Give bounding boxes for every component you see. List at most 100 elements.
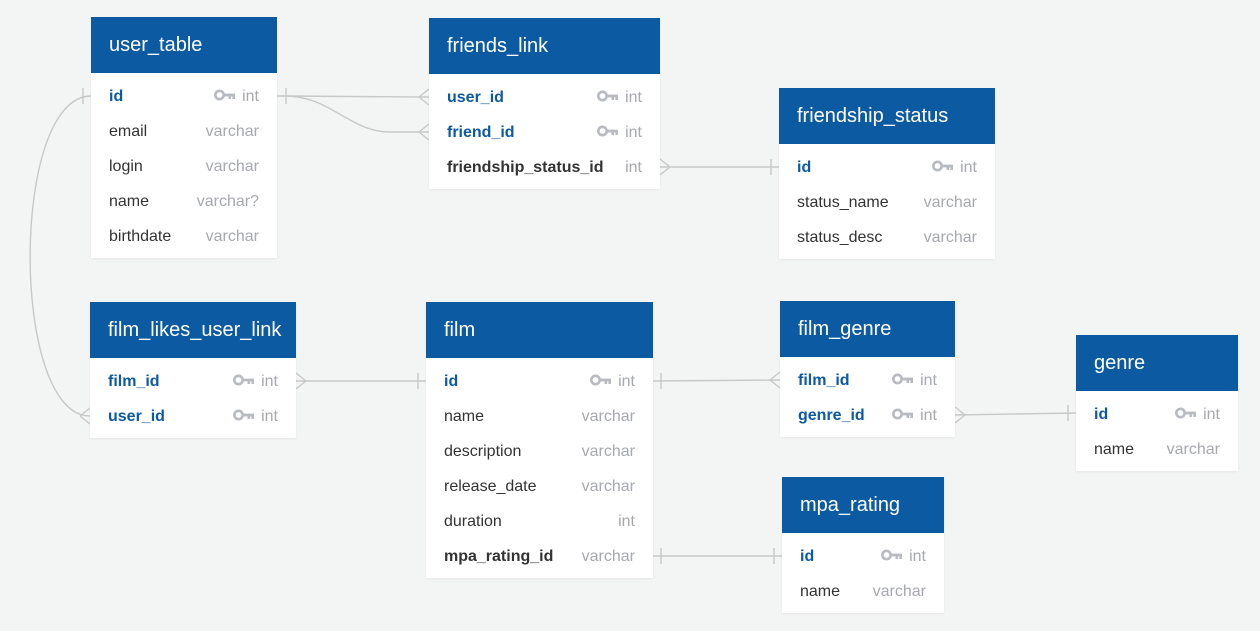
table-row[interactable]: id int <box>91 79 277 114</box>
column-name: duration <box>444 513 502 530</box>
many-marker <box>295 372 307 390</box>
table-row[interactable]: status_desc varchar <box>779 220 995 255</box>
column-name: id <box>797 159 812 176</box>
table-header[interactable]: friendship_status <box>779 88 995 144</box>
column-name: id <box>1094 406 1109 423</box>
column-name: user_id <box>108 408 165 425</box>
many-marker <box>79 407 91 425</box>
table-row[interactable]: id int <box>1076 397 1238 432</box>
many-marker <box>769 371 781 389</box>
column-type-label: int <box>625 124 642 141</box>
column-type: int <box>590 364 635 399</box>
column-type: int <box>233 364 278 399</box>
table-row[interactable]: name varchar <box>782 574 944 609</box>
table-header[interactable]: genre <box>1076 335 1238 391</box>
column-name: id <box>800 548 815 565</box>
column-type: int <box>597 80 642 115</box>
key-icon <box>881 539 903 574</box>
column-type: int <box>1175 397 1220 432</box>
table-header[interactable]: film_likes_user_link <box>90 302 296 358</box>
table-header[interactable]: film <box>426 302 653 358</box>
column-type: int <box>932 150 977 185</box>
column-name: name <box>800 583 841 600</box>
column-name: friendship_status_id <box>447 159 604 176</box>
table-header[interactable]: user_table <box>91 17 277 73</box>
column-name: genre_id <box>798 407 865 424</box>
many-marker <box>418 88 430 106</box>
column-type-label: varchar <box>923 229 977 246</box>
column-name: birthdate <box>109 228 172 245</box>
table-title: film_genre <box>798 318 892 340</box>
table-title: film_likes_user_link <box>108 319 282 341</box>
table-row[interactable]: birthdate varchar <box>91 219 277 254</box>
key-icon <box>892 398 914 433</box>
key-icon <box>590 364 612 399</box>
column-type-label: int <box>1203 406 1220 423</box>
column-name: user_id <box>447 89 504 106</box>
column-type-label: varchar <box>581 408 635 425</box>
column-type: varchar <box>924 220 977 255</box>
column-type-label: varchar <box>581 443 635 460</box>
column-name: release_date <box>444 478 537 495</box>
column-type-label: varchar <box>1166 441 1220 458</box>
table-row[interactable]: duration int <box>426 504 653 539</box>
column-type-label: varchar <box>923 194 977 211</box>
column-type-label: int <box>618 513 635 530</box>
key-icon <box>214 79 236 114</box>
column-type-label: int <box>625 159 642 176</box>
table-row[interactable]: friendship_status_id int <box>429 150 660 185</box>
table-row[interactable]: release_date varchar <box>426 469 653 504</box>
column-type-label: int <box>920 372 937 389</box>
column-type-label: int <box>625 89 642 106</box>
column-name: status_name <box>797 194 889 211</box>
table-row[interactable]: user_id int <box>429 80 660 115</box>
table-header[interactable]: friends_link <box>429 18 660 74</box>
table-header[interactable]: film_genre <box>780 301 955 357</box>
table-row[interactable]: genre_id int <box>780 398 955 433</box>
table-row[interactable]: status_name varchar <box>779 185 995 220</box>
column-type: varchar <box>206 219 259 254</box>
column-name: status_desc <box>797 229 883 246</box>
table-row[interactable]: user_id int <box>90 399 296 434</box>
column-type-label: varchar <box>581 478 635 495</box>
table-header[interactable]: mpa_rating <box>782 477 944 533</box>
key-icon <box>892 363 914 398</box>
column-type-label: int <box>618 373 635 390</box>
column-type: varchar <box>873 574 926 609</box>
column-type: int <box>233 399 278 434</box>
column-type: int <box>214 79 259 114</box>
table-title: mpa_rating <box>800 494 901 516</box>
table-title: user_table <box>109 34 203 56</box>
table-title: genre <box>1094 352 1146 374</box>
column-name: id <box>109 88 124 105</box>
column-type: int <box>892 398 937 433</box>
table-row[interactable]: id int <box>779 150 995 185</box>
key-icon <box>597 115 619 150</box>
column-type: varchar <box>582 434 635 469</box>
